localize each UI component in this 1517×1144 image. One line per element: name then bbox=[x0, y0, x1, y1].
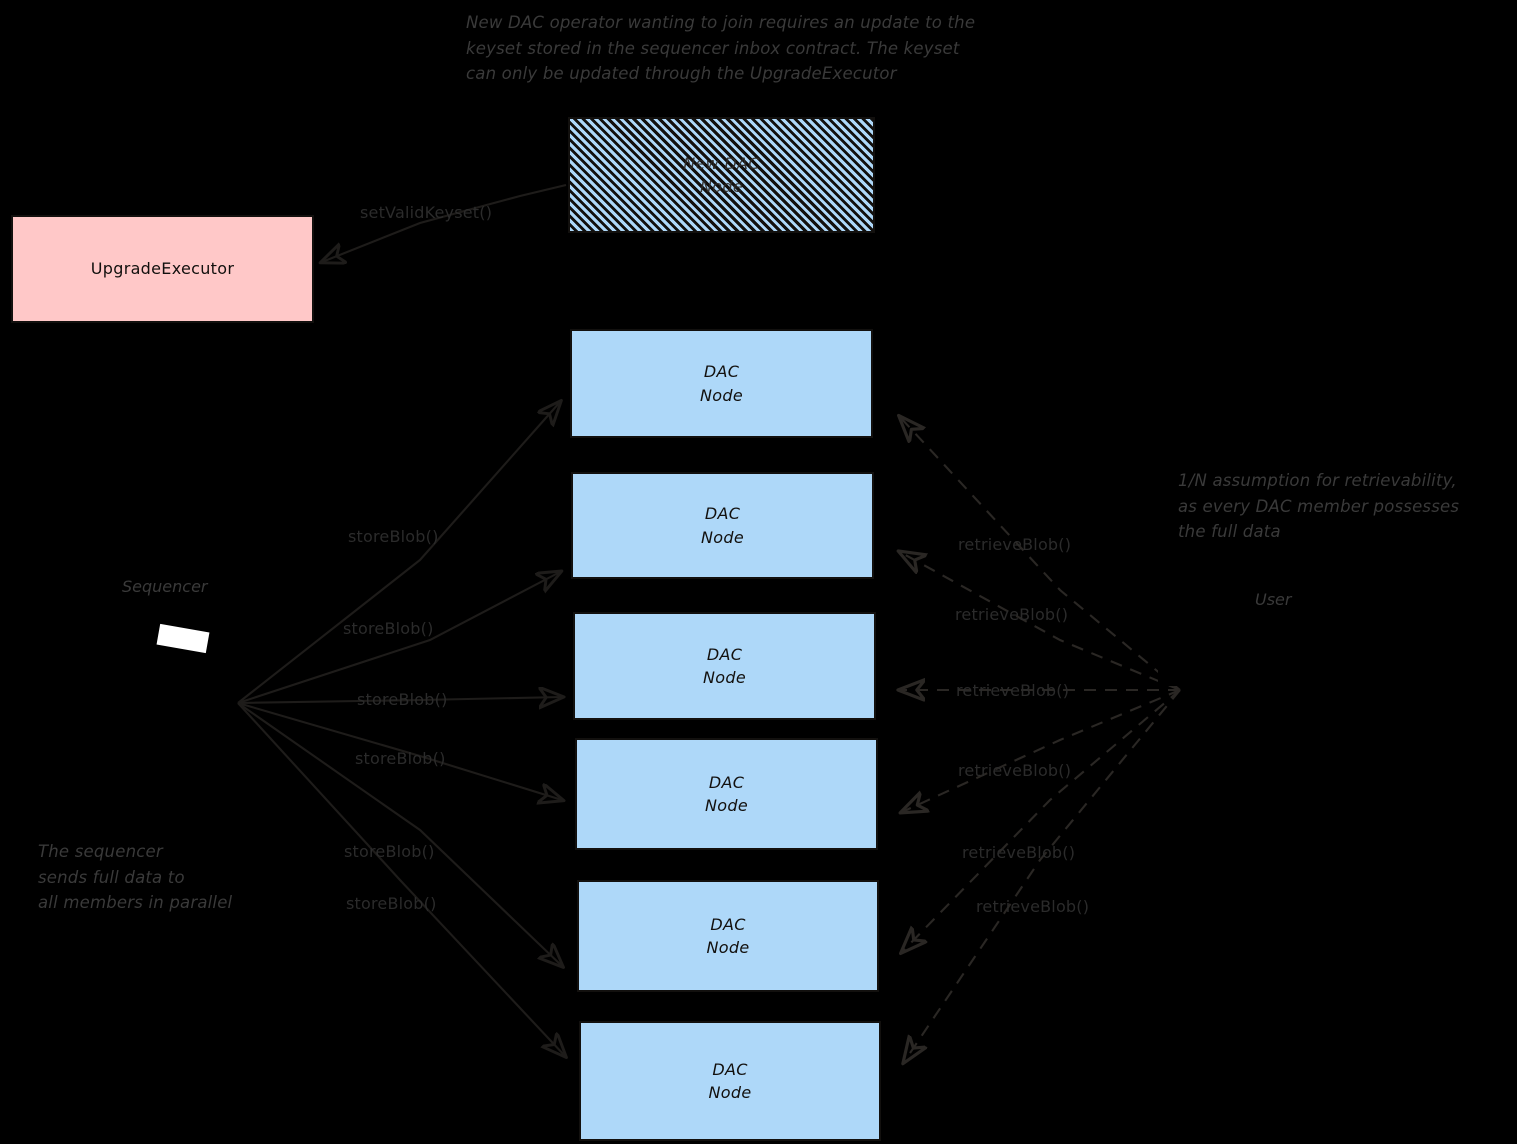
dac-node-3-line1: DAC bbox=[706, 644, 743, 664]
dac-node-6-line2: Node bbox=[708, 1083, 752, 1102]
edge-label-store-blob-6: storeBlob() bbox=[346, 894, 437, 913]
box-dac-node-4[interactable]: DAC Node bbox=[575, 738, 878, 850]
dac-node-2-line1: DAC bbox=[704, 504, 741, 524]
edge-label-retrieve-blob-1: retrieveBlob() bbox=[958, 535, 1072, 554]
dac-node-6-line1: DAC bbox=[712, 1059, 748, 1079]
box-dac-node-6[interactable]: DAC Node bbox=[579, 1021, 881, 1141]
actor-label-sequencer: Sequencer bbox=[122, 577, 208, 596]
box-upgrade-executor[interactable]: UpgradeExecutor bbox=[11, 215, 314, 323]
edge-label-store-blob-1: storeBlob() bbox=[348, 527, 439, 546]
note-bottom-left: The sequencer sends full data to all mem… bbox=[38, 842, 233, 913]
edge-label-store-blob-3: storeBlob() bbox=[357, 690, 448, 709]
edge-label-store-blob-2: storeBlob() bbox=[343, 619, 434, 638]
edge-label-retrieve-blob-6: retrieveBlob() bbox=[976, 897, 1090, 916]
dac-node-3-line2: Node bbox=[703, 668, 746, 687]
dac-node-5-line1: DAC bbox=[710, 914, 746, 934]
edge-set-valid-keyset bbox=[322, 183, 567, 262]
box-new-dac-node[interactable]: New DAC Node bbox=[568, 117, 875, 233]
sequencer-icon bbox=[156, 623, 210, 654]
edge-label-retrieve-blob-5: retrieveBlob() bbox=[962, 843, 1076, 862]
upgrade-executor-label: UpgradeExecutor bbox=[90, 259, 235, 279]
box-dac-node-3[interactable]: DAC Node bbox=[573, 612, 876, 720]
dac-node-5-line2: Node bbox=[706, 938, 750, 957]
dac-node-1-line1: DAC bbox=[703, 362, 740, 382]
edge-label-store-blob-5: storeBlob() bbox=[344, 842, 435, 861]
box-dac-node-5[interactable]: DAC Node bbox=[577, 880, 879, 992]
user-icon bbox=[1158, 640, 1204, 686]
new-dac-node-line2: Node bbox=[700, 177, 743, 196]
actor-label-user: User bbox=[1255, 590, 1292, 609]
edge-store-blob-group bbox=[237, 402, 565, 1056]
edge-retrieve-blob-group bbox=[900, 417, 1181, 1062]
note-right: 1/N assumption for retrievability, as ev… bbox=[1178, 471, 1460, 542]
edge-label-retrieve-blob-3: retrieveBlob() bbox=[956, 681, 1070, 700]
dac-node-1-line2: Node bbox=[700, 385, 743, 405]
edge-label-store-blob-4: storeBlob() bbox=[355, 749, 446, 768]
box-dac-node-2[interactable]: DAC Node bbox=[571, 472, 874, 579]
edge-label-retrieve-blob-4: retrieveBlob() bbox=[958, 761, 1072, 780]
edge-label-set-valid-keyset: setValidKeyset() bbox=[360, 203, 493, 222]
edge-label-retrieve-blob-2: retrieveBlob() bbox=[955, 605, 1069, 624]
new-dac-node-line1: New DAC bbox=[683, 153, 760, 173]
note-top: New DAC operator wanting to join require… bbox=[466, 13, 976, 84]
box-dac-node-1[interactable]: DAC Node bbox=[570, 329, 873, 438]
dac-node-4-line1: DAC bbox=[708, 772, 745, 792]
dac-node-4-line2: Node bbox=[705, 796, 748, 815]
dac-node-2-line2: Node bbox=[701, 527, 744, 547]
